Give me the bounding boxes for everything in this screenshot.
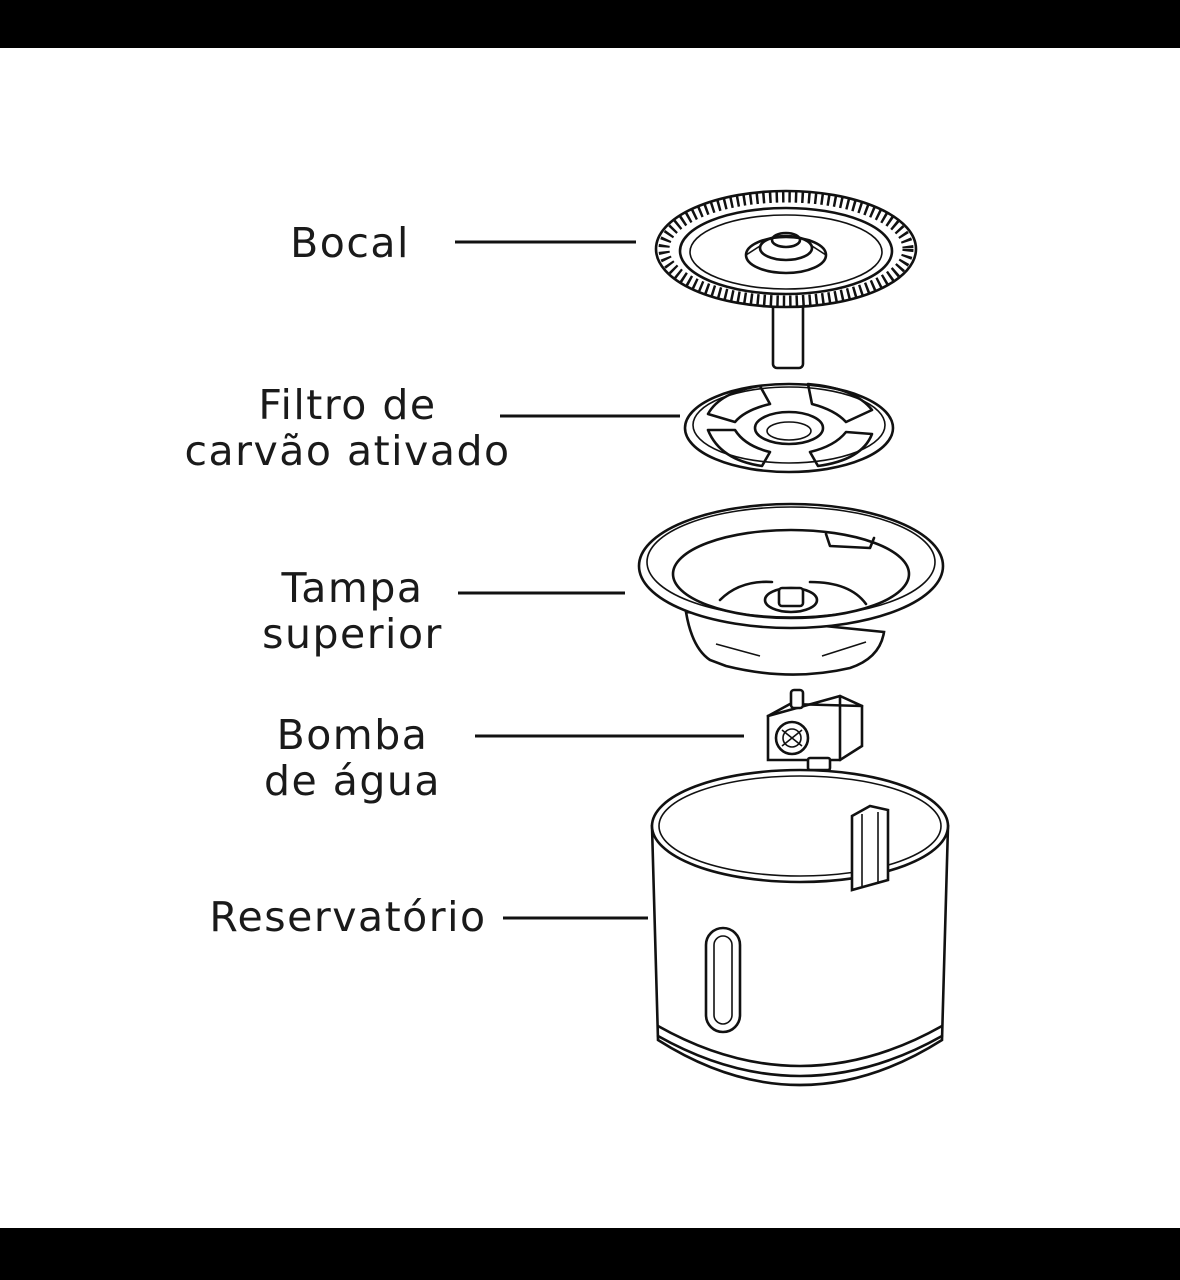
label-reservatorio: Reservatório: [192, 894, 504, 940]
label-bocal-line-1: Bocal: [290, 219, 410, 267]
label-tampa-line-1: Tampa: [281, 564, 424, 612]
label-filtro-line-2: carvão ativado: [184, 427, 511, 475]
top-frame-bar: [0, 0, 1180, 48]
label-tampa: Tampa superior: [240, 565, 465, 657]
label-filtro-line-1: Filtro de: [258, 381, 437, 429]
reservatorio-part: [650, 768, 950, 1087]
label-bomba-line-1: Bomba: [276, 711, 429, 759]
bottom-frame-bar: [0, 1228, 1180, 1280]
label-filtro: Filtro de carvão ativado: [160, 382, 535, 474]
bomba-part: [766, 688, 864, 772]
tampa-part: [637, 502, 945, 676]
label-bomba: Bomba de água: [240, 712, 465, 804]
label-reservatorio-line-1: Reservatório: [209, 893, 487, 941]
filtro-part: [683, 382, 895, 474]
label-tampa-line-2: superior: [262, 610, 443, 658]
label-bocal: Bocal: [270, 220, 430, 266]
bocal-part: [654, 189, 918, 370]
label-bomba-line-2: de água: [263, 757, 442, 805]
